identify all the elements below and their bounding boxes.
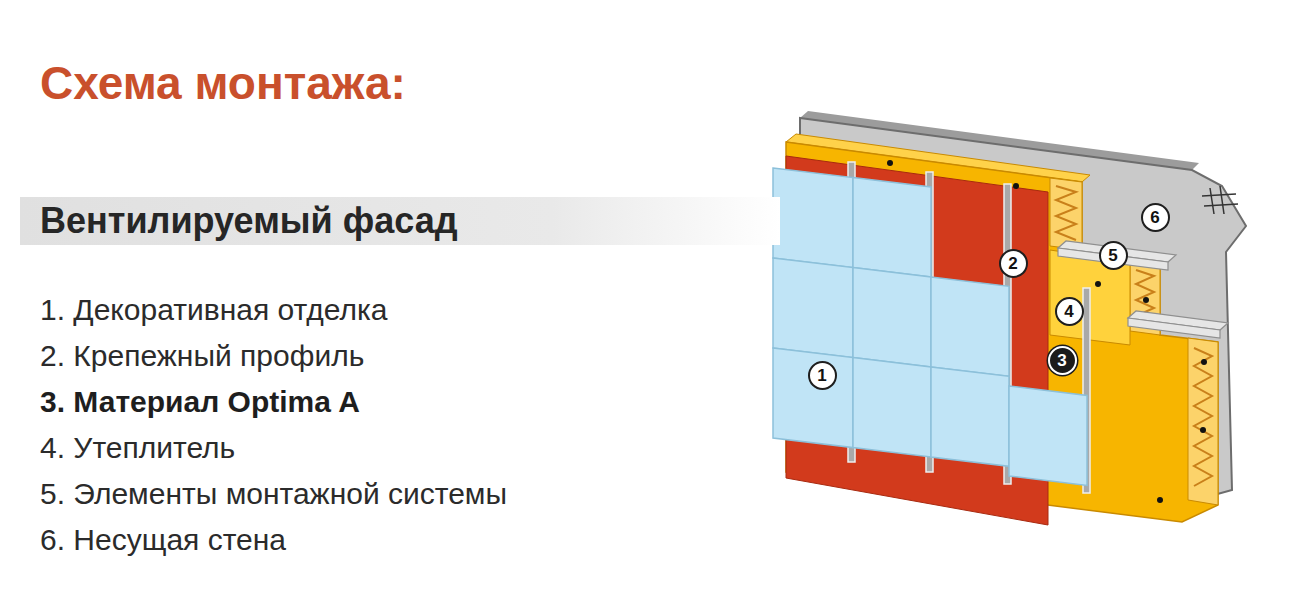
list-item: 2. Крепежный профиль bbox=[40, 338, 364, 374]
hatch-line bbox=[1220, 186, 1224, 214]
insulation-fibre bbox=[1056, 186, 1076, 240]
list-item: 3. Материал Optima A bbox=[40, 384, 360, 420]
callout-number: 3 bbox=[1057, 352, 1066, 369]
callout-number: 5 bbox=[1108, 247, 1117, 264]
dowel bbox=[1200, 427, 1206, 433]
list-item: 1. Декоративная отделка bbox=[40, 292, 387, 328]
callout-circle: 6 bbox=[1141, 203, 1170, 232]
callout-circle: 4 bbox=[1055, 297, 1084, 326]
callout-number: 4 bbox=[1064, 303, 1073, 320]
list-item: 6. Несущая стена bbox=[40, 522, 286, 558]
callout-circle: 5 bbox=[1099, 241, 1128, 270]
panel bbox=[931, 277, 1009, 376]
panel bbox=[773, 258, 853, 358]
insulation-edge bbox=[1050, 178, 1082, 250]
dowel bbox=[1013, 183, 1019, 189]
list-item: 4. Утеплитель bbox=[40, 430, 235, 466]
title-band: Вентилируемый фасад bbox=[20, 197, 780, 245]
facade-panels bbox=[773, 168, 1087, 485]
callout-number: 2 bbox=[1008, 255, 1017, 272]
callout-circle: 1 bbox=[808, 361, 837, 390]
list-item: 5. Элементы монтажной системы bbox=[40, 476, 507, 512]
mounting-brackets bbox=[1058, 241, 1228, 338]
hatch-line bbox=[1210, 188, 1214, 214]
callout-circle: 3 bbox=[1048, 346, 1077, 375]
panel bbox=[853, 178, 931, 277]
band-heading: Вентилируемый фасад bbox=[40, 201, 458, 241]
bracket-front bbox=[1128, 318, 1220, 338]
panel bbox=[773, 168, 853, 268]
insulation-fibre bbox=[1194, 348, 1212, 486]
dowel bbox=[1157, 497, 1163, 503]
panel bbox=[853, 268, 931, 367]
hatch-line bbox=[1202, 194, 1236, 196]
dowel bbox=[1201, 359, 1207, 365]
callout-number: 6 bbox=[1150, 209, 1159, 226]
insulation-edge bbox=[1188, 338, 1218, 505]
panel bbox=[773, 348, 853, 448]
title: Схема монтажа: bbox=[40, 58, 406, 109]
panel bbox=[853, 358, 931, 457]
mounting-profiles bbox=[848, 162, 1090, 493]
wall-hatch bbox=[1202, 186, 1238, 214]
dowel bbox=[887, 160, 893, 166]
panel bbox=[1009, 386, 1087, 485]
dowel bbox=[1143, 297, 1149, 303]
callout-number: 1 bbox=[817, 367, 826, 384]
dowels bbox=[887, 160, 1207, 503]
callout-circle: 2 bbox=[999, 249, 1028, 278]
dowel bbox=[1095, 281, 1101, 287]
panel bbox=[931, 367, 1009, 466]
hatch-line bbox=[1204, 204, 1238, 206]
